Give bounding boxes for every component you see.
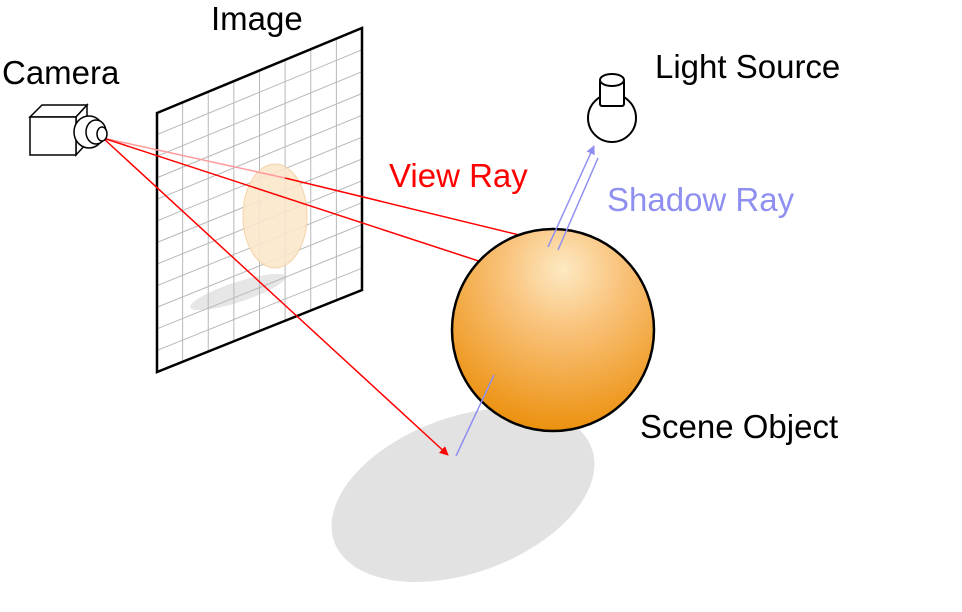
label-shadow-ray: Shadow Ray	[607, 181, 795, 218]
projected-sphere	[242, 163, 308, 269]
grid-line	[156, 49, 363, 136]
grid-line	[156, 267, 363, 351]
grid-line	[156, 114, 363, 200]
light-bulb-icon	[587, 73, 637, 143]
grid-line	[156, 245, 363, 330]
view-rays	[102, 137, 541, 456]
sphere-shadow	[331, 408, 595, 582]
label-image: Image	[211, 0, 303, 37]
label-scene-object: Scene Object	[640, 408, 838, 445]
label-camera: Camera	[2, 54, 120, 91]
shadow-rays	[455, 145, 599, 457]
label-light-source: Light Source	[655, 48, 840, 85]
image-plane	[155, 26, 364, 374]
grid-line	[156, 93, 363, 179]
image-grid	[156, 38, 363, 362]
grid-line	[156, 71, 363, 157]
label-view-ray: View Ray	[389, 157, 528, 194]
grid-line	[156, 224, 363, 308]
scene-sphere	[450, 227, 656, 433]
camera-icon	[28, 103, 108, 157]
